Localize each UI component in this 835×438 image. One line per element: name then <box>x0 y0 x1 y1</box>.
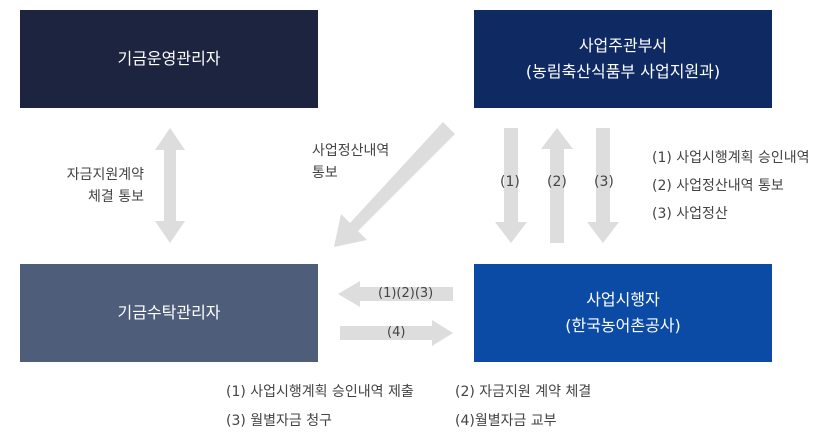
right-legend: (1) 사업시행계획 승인내역 (2) 사업정산내역 통보 (3) 사업정산 <box>652 144 810 228</box>
label-diagonal: 사업정산내역 통보 <box>312 140 389 184</box>
arrow-down-1 <box>495 128 527 243</box>
label-left-arrow: (1)(2)(3) <box>378 286 434 301</box>
bottom-legend-item: (2) 자금지원 계약 체결 <box>455 384 592 400</box>
label-down-1: (1) <box>500 174 520 190</box>
arrow-up-2 <box>541 128 573 243</box>
label-left-vertical-line1: 자금지원계약 <box>66 167 144 183</box>
label-down-3: (3) <box>594 174 614 190</box>
arrow-down-3 <box>587 128 619 243</box>
label-left-vertical: 자금지원계약 체결 통보 <box>58 164 144 208</box>
bottom-legend-item: (4)월별자금 교부 <box>455 413 557 429</box>
label-diagonal-line1: 사업정산내역 <box>312 143 390 159</box>
bottom-legend-item: (1) 사업시행계획 승인내역 제출 <box>226 384 414 400</box>
supervisor-box: 사업주관부서 (농림축산식품부 사업지원과) <box>474 10 772 108</box>
label-up-2: (2) <box>547 174 567 190</box>
fund-trustee-title: 기금수탁관리자 <box>117 303 221 322</box>
implementer-title: 사업시행자 <box>586 290 660 309</box>
fund-operator-box: 기금운영관리자 <box>20 10 318 108</box>
right-legend-item: (2) 사업정산내역 통보 <box>652 178 784 194</box>
label-diagonal-line2: 통보 <box>312 165 338 181</box>
arrow-right-4 <box>340 320 453 346</box>
implementer-subtitle: (한국농어촌공사) <box>565 316 681 335</box>
label-left-vertical-line2: 체결 통보 <box>88 189 144 205</box>
arrow-left-123 <box>338 281 453 307</box>
arrow-double-vertical <box>155 128 185 243</box>
arrow-diagonal <box>334 122 455 247</box>
implementer-box: 사업시행자 (한국농어촌공사) <box>474 264 772 362</box>
bottom-legend-item: (3) 월별자금 청구 <box>226 413 333 429</box>
right-legend-item: (1) 사업시행계획 승인내역 <box>652 150 810 166</box>
fund-operator-title: 기금운영관리자 <box>117 49 221 68</box>
label-right-arrow: (4) <box>387 325 406 340</box>
right-legend-item: (3) 사업정산 <box>652 206 728 222</box>
supervisor-title: 사업주관부서 <box>578 36 668 55</box>
fund-trustee-box: 기금수탁관리자 <box>20 264 318 362</box>
supervisor-subtitle: (농림축산식품부 사업지원과) <box>525 62 721 81</box>
